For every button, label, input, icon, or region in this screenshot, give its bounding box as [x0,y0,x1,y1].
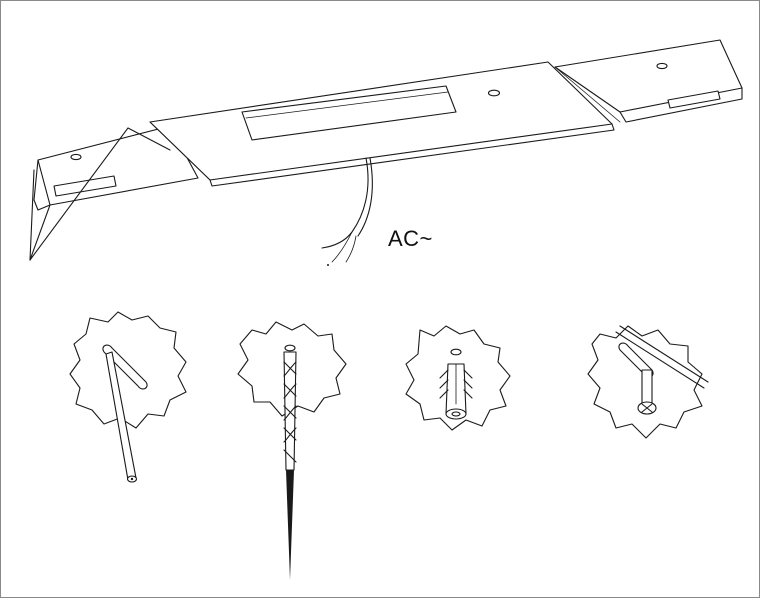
left-mounting-bracket [29,125,199,261]
step-drill-hole [237,321,347,580]
drill-bit-icon [283,351,297,580]
wall-plug-icon [439,363,473,420]
power-cable [321,157,373,266]
power-label: AC~ [388,226,433,251]
step-fix-screw [587,325,709,439]
slot-marking [102,344,148,390]
light-screw-hole [487,89,501,97]
screw-icon [637,369,657,415]
pencil-icon [105,351,138,483]
right-mounting-bracket [554,39,743,123]
step-mark-hole [69,311,187,483]
bracket-edge [615,325,709,389]
step-insert-wall-plug [405,325,511,431]
light-fixture-assembly [29,39,743,266]
bracket-screw-hole [70,153,82,161]
light-body [149,61,615,187]
bracket-screw-hole [656,62,668,70]
